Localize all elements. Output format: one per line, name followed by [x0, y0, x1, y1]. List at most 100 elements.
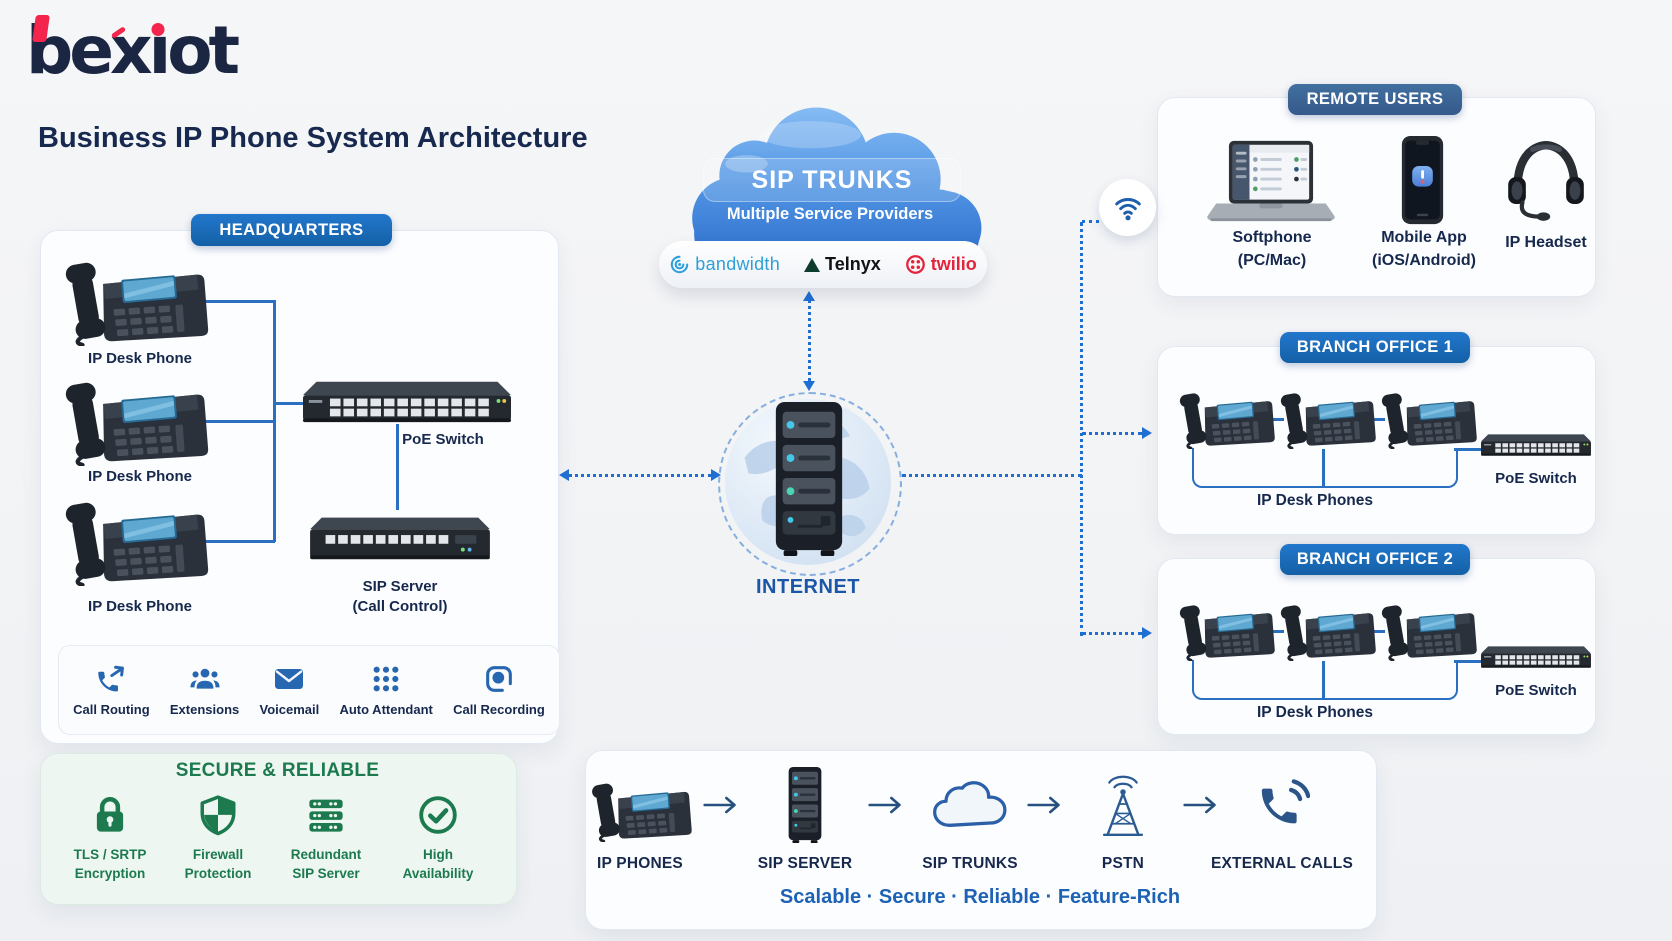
feature-label: Call Recording [453, 702, 545, 717]
flow-pstn-tower-icon [1092, 768, 1154, 840]
flow-step-label: IP PHONES [597, 855, 683, 872]
connector-branch2-stub [1082, 632, 1142, 635]
logo-text-part: x [110, 12, 153, 89]
sip-trunks-title-pill: SIP TRUNKS [703, 158, 961, 202]
server-stack-icon [305, 794, 347, 836]
sip-server-label: SIP Server [362, 578, 438, 595]
poe-switch-image [1480, 636, 1592, 676]
phone-label: IP Desk Phone [88, 468, 192, 485]
lock-icon [89, 794, 131, 836]
hq-line [205, 300, 275, 303]
headquarters-title: HEADQUARTERS [219, 220, 364, 239]
ip-desk-phone-image [1176, 598, 1276, 661]
voicemail-icon [273, 663, 305, 695]
flow-sip-server-image [781, 766, 829, 844]
brand-logo: bexıot [26, 12, 240, 89]
flow-step-label: EXTERNAL CALLS [1210, 855, 1354, 872]
secure-reliable-title: SECURE & RELIABLE [175, 760, 380, 781]
remote-item-label: Mobile App [1381, 229, 1467, 246]
flow-arrow-icon [1182, 792, 1222, 818]
flow-step-label: SIP SERVER [757, 855, 853, 872]
branch-line [1367, 630, 1385, 633]
remote-users-title-pill: REMOTE USERS [1288, 84, 1462, 115]
provider-bar: bandwidth Telnyx twilio [659, 241, 987, 288]
secure-item-line2: SIP Server [292, 866, 360, 881]
poe-switch-label: PoE Switch [402, 431, 484, 448]
arrowhead-up [803, 291, 815, 301]
ip-desk-phone-image [1378, 386, 1478, 449]
branch-phones-label: IP Desk Phones [1256, 704, 1373, 721]
internet-dotted-ring [718, 392, 902, 576]
auto-attendant-icon [370, 663, 402, 695]
hq-trunk-line [273, 300, 276, 542]
secure-item-line2: Encryption [74, 866, 146, 881]
arrowhead-left [559, 469, 569, 481]
branch-poe-label: PoE Switch [1495, 470, 1577, 487]
phone-label: IP Desk Phone [88, 598, 192, 615]
branch-office-2-title-pill: BRANCH OFFICE 2 [1280, 544, 1470, 575]
hq-feature-bar: Call Routing Extensions Voicemail Auto A… [58, 645, 560, 735]
secure-item-line1: TLS / SRTP [73, 847, 147, 862]
branch-line [1322, 661, 1325, 698]
flow-ip-phones-image [588, 776, 693, 842]
secure-item-line2: Protection [184, 866, 252, 881]
phone-label: IP Desk Phone [88, 350, 192, 367]
flow-arrow-icon [867, 792, 907, 818]
arrowhead-down [803, 381, 815, 391]
feature-auto-attendant: Auto Attendant [339, 663, 433, 717]
internet-label: INTERNET [756, 576, 860, 598]
connector-hq-internet [568, 474, 712, 477]
remote-item-label: Softphone [1232, 229, 1312, 246]
ip-desk-phone-image [60, 252, 210, 346]
arrowhead-right [1142, 427, 1152, 439]
hq-switch-line [273, 402, 325, 405]
flow-step-label: SIP TRUNKS [922, 855, 1018, 872]
softphone-laptop-image [1206, 138, 1336, 228]
secure-item-line2: Availability [402, 866, 474, 881]
page-title: Business IP Phone System Architecture [38, 122, 588, 154]
ip-desk-phone-image [1176, 386, 1276, 449]
flow-arrow-icon [702, 792, 742, 818]
feature-voicemail: Voicemail [259, 663, 319, 717]
extensions-icon [189, 663, 221, 695]
connector-right-trunk [1080, 222, 1083, 636]
secure-item: Firewall Protection [153, 845, 283, 883]
flow-external-calls-icon [1256, 776, 1310, 830]
branch-line [1322, 449, 1325, 486]
telnyx-icon [804, 257, 821, 272]
provider-name: Telnyx [825, 254, 881, 274]
hq-line [205, 420, 275, 423]
shield-icon [197, 794, 239, 836]
connector-branch1-stub [1082, 432, 1142, 435]
remote-users-title: REMOTE USERS [1306, 90, 1444, 108]
call-recording-icon [483, 663, 515, 695]
hq-server-line [396, 424, 399, 510]
feature-call-recording: Call Recording [453, 663, 545, 717]
ip-desk-phone-image [60, 492, 210, 586]
hq-line [205, 540, 275, 543]
flow-arrow-icon [1026, 792, 1066, 818]
branch-switch-line [1454, 448, 1482, 451]
branch-line [1367, 418, 1385, 421]
secure-item-line1: High [423, 847, 453, 862]
ip-desk-phone-image [1277, 598, 1377, 661]
feature-call-routing: Call Routing [73, 663, 150, 717]
mobile-app-phone-image [1400, 134, 1445, 226]
branch-bracket-line [1192, 660, 1458, 700]
remote-item-label: IP Headset [1505, 234, 1587, 251]
provider-telnyx: Telnyx [804, 254, 881, 275]
provider-twilio: twilio [905, 254, 977, 275]
check-circle-icon [417, 794, 459, 836]
branch-office-2-title: BRANCH OFFICE 2 [1296, 550, 1454, 568]
twilio-icon [905, 254, 926, 275]
headquarters-title-pill: HEADQUARTERS [191, 214, 392, 246]
arrowhead-right [1142, 627, 1152, 639]
ip-desk-phone-image [1277, 386, 1377, 449]
branch-bracket-line [1192, 448, 1458, 488]
ip-desk-phone-image [1378, 598, 1478, 661]
secure-item: Redundant SIP Server [261, 845, 391, 883]
sip-trunks-subtitle: Multiple Service Providers [726, 205, 934, 223]
poe-switch-image [300, 374, 514, 426]
branch-office-1-title: BRANCH OFFICE 1 [1296, 338, 1454, 356]
